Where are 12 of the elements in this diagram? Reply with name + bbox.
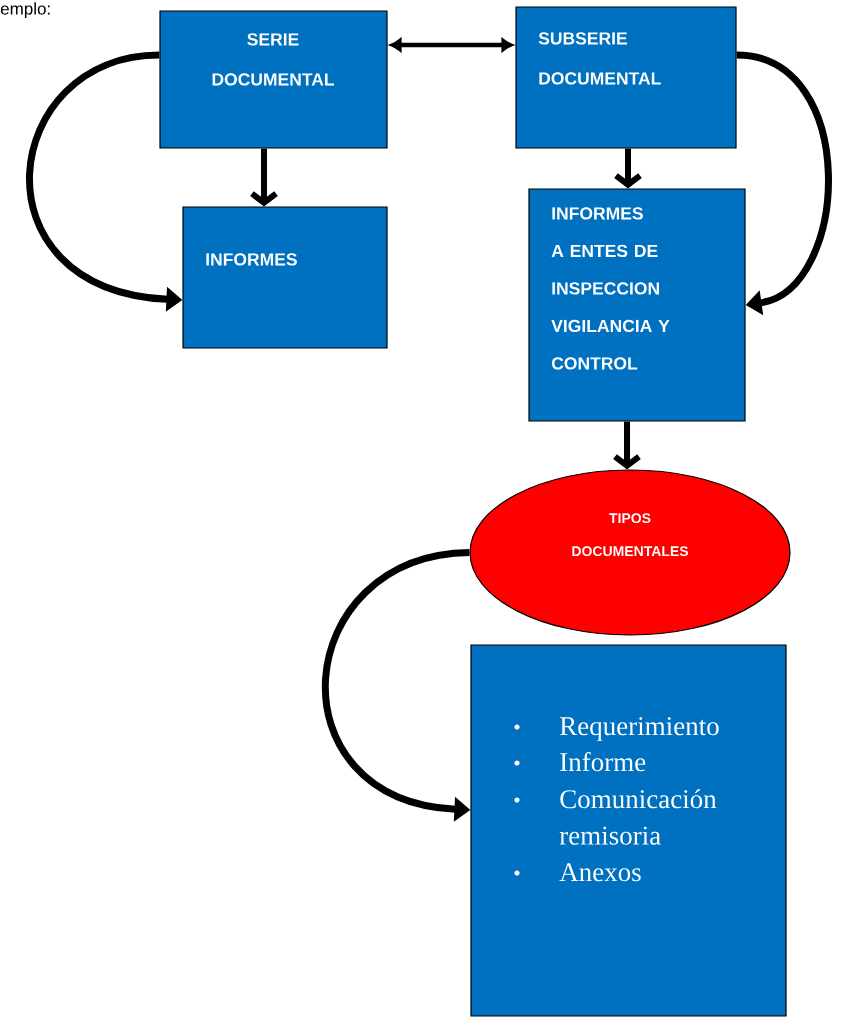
process-box: SERIE DOCUMENTAL [159, 10, 388, 149]
arrow [614, 148, 642, 189]
process-box: INFORMES A ENTES DE INSPECCION VIGILANCIA Y CONTROL [528, 188, 746, 422]
list-box: Requerimiento Informe Comunicación remisoria Anexos [470, 644, 787, 1017]
process-box: SUBSERIE DOCUMENTAL [515, 6, 737, 149]
arrow [389, 38, 514, 52]
caption-text: emplo: [0, 2, 50, 19]
arrow [613, 421, 641, 470]
arrow [250, 148, 278, 207]
ellipse-node: TIPOS DOCUMENTALES [469, 469, 791, 636]
curved-arrow [736, 51, 832, 316]
process-box: INFORMES [182, 206, 388, 349]
